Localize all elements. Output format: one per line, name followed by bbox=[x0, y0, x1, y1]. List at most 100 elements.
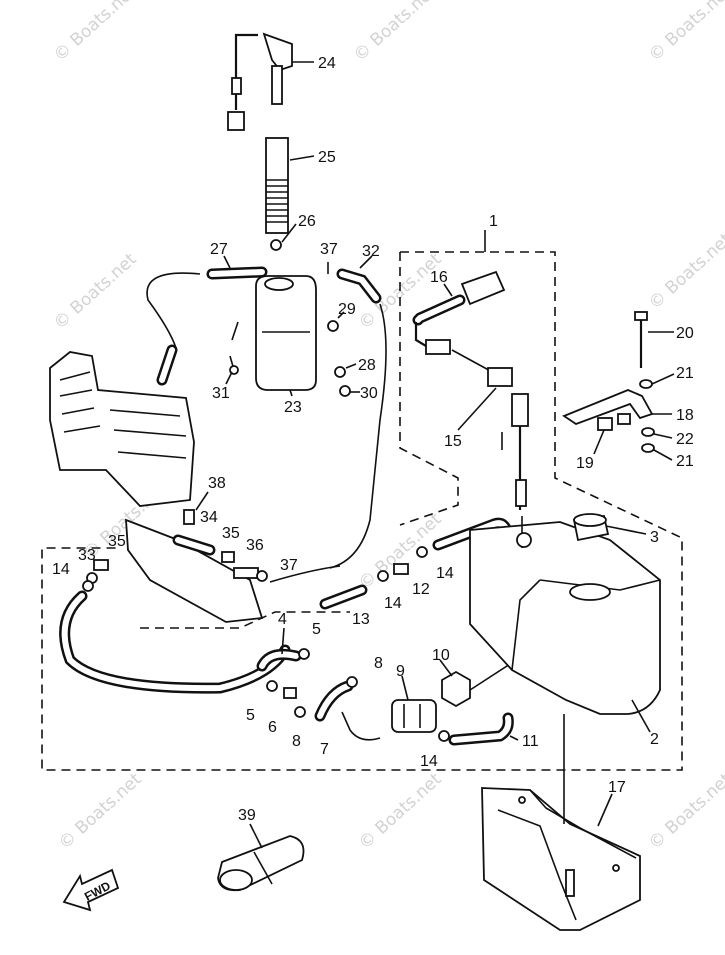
tank-filler-opening bbox=[569, 583, 611, 601]
leader-2 bbox=[631, 699, 651, 733]
callout-12: 12 bbox=[412, 581, 430, 598]
callout-25: 25 bbox=[318, 149, 336, 166]
bracket-hole-1 bbox=[518, 796, 526, 804]
watermark: © Boats.net bbox=[55, 769, 146, 853]
filler-assembly bbox=[227, 32, 293, 251]
callout-13: 13 bbox=[352, 611, 370, 628]
hose-11-inner bbox=[451, 715, 512, 743]
watermark: © Boats.net bbox=[645, 229, 725, 313]
vent-tube-fitting bbox=[227, 111, 245, 131]
pump-fittings bbox=[256, 648, 358, 722]
engine-outline bbox=[49, 351, 195, 507]
clip-28 bbox=[334, 366, 346, 378]
separator-hoses bbox=[146, 262, 387, 569]
callout-1: 1 bbox=[489, 213, 498, 230]
sender-head bbox=[511, 393, 529, 427]
callout-22: 22 bbox=[676, 431, 694, 448]
sensor-assembly bbox=[412, 270, 529, 510]
clip-5-upper bbox=[298, 648, 310, 660]
fuel-tank bbox=[469, 513, 661, 715]
callout-10: 10 bbox=[432, 647, 450, 664]
callout-14d: 14 bbox=[420, 753, 438, 770]
separator-tank bbox=[229, 275, 351, 397]
tank-bracket bbox=[481, 714, 641, 931]
line-pump-to-tank bbox=[469, 663, 511, 691]
callout-23: 23 bbox=[284, 399, 302, 416]
bracket-flange bbox=[529, 789, 637, 859]
callout-6: 6 bbox=[268, 719, 277, 736]
bracket-slot bbox=[565, 869, 575, 897]
leader-29 bbox=[337, 311, 345, 319]
leader-17 bbox=[597, 793, 613, 827]
nut-21-lower bbox=[641, 443, 655, 453]
clip-14-bottom bbox=[438, 730, 450, 742]
callout-38: 38 bbox=[208, 475, 226, 492]
callout-3: 3 bbox=[650, 529, 659, 546]
callout-18: 18 bbox=[676, 407, 694, 424]
bracket-hole-2 bbox=[612, 864, 620, 872]
leader-32 bbox=[359, 255, 373, 269]
fwd-arrow-icon bbox=[62, 868, 120, 912]
hose-34-inner bbox=[175, 537, 213, 553]
callout-14b: 14 bbox=[384, 595, 402, 612]
callout-30: 30 bbox=[360, 385, 378, 402]
callout-21b: 21 bbox=[676, 453, 694, 470]
callout-4: 4 bbox=[278, 611, 287, 628]
assembly-outlines bbox=[41, 230, 683, 771]
clip-5-lower bbox=[266, 680, 278, 692]
fitting-35-right bbox=[221, 551, 235, 563]
leader-16 bbox=[443, 283, 453, 297]
callout-29: 29 bbox=[338, 301, 356, 318]
leader-10 bbox=[439, 659, 453, 677]
clip-14-mid bbox=[377, 570, 389, 582]
leader-23 bbox=[289, 389, 293, 397]
sender-connector-15 bbox=[487, 367, 513, 387]
pouch bbox=[217, 835, 305, 892]
watermark: © Boats.net bbox=[50, 0, 141, 66]
return-line-32 bbox=[329, 303, 387, 569]
engine-detail-2 bbox=[109, 409, 187, 459]
tank-edge-2 bbox=[511, 579, 541, 671]
watermark: © Boats.net bbox=[645, 769, 725, 853]
connector-plug bbox=[425, 339, 451, 355]
clip-8-lower bbox=[294, 706, 306, 718]
washer-21-upper bbox=[639, 379, 653, 389]
fuel-tank-2 bbox=[469, 521, 661, 715]
filler-pipe-ribs bbox=[266, 179, 288, 223]
screw-30 bbox=[339, 385, 351, 397]
leader-26 bbox=[281, 223, 297, 243]
callout-5: 5 bbox=[312, 621, 321, 638]
hose-loop-left-inner bbox=[61, 593, 288, 692]
callout-5b: 5 bbox=[246, 707, 255, 724]
leader-9 bbox=[401, 675, 409, 701]
callout-21a: 21 bbox=[676, 365, 694, 382]
fwd-arrow: FWD bbox=[62, 868, 120, 912]
sensor-outline bbox=[399, 252, 459, 526]
leader-22 bbox=[653, 433, 673, 439]
leader-15 bbox=[457, 387, 497, 431]
leader-19 bbox=[593, 429, 605, 455]
callout-8b: 8 bbox=[292, 733, 301, 750]
leader-27 bbox=[223, 255, 231, 269]
pump-group-outline bbox=[140, 611, 350, 629]
fuel-fittings-left bbox=[82, 509, 268, 592]
pad-19b bbox=[617, 413, 631, 425]
callout-28: 28 bbox=[358, 357, 376, 374]
callout-33: 33 bbox=[78, 547, 96, 564]
watermark: © Boats.net bbox=[350, 0, 441, 66]
callout-11: 11 bbox=[522, 733, 539, 750]
leader-lines bbox=[195, 61, 675, 849]
connector-12 bbox=[393, 563, 409, 575]
callout-2: 2 bbox=[650, 731, 659, 748]
fuel-cap-top bbox=[573, 513, 607, 527]
leader-21b bbox=[653, 449, 673, 461]
pouch-band bbox=[253, 851, 273, 885]
callout-7: 7 bbox=[320, 741, 329, 758]
hose-32-inner bbox=[339, 271, 379, 301]
clip-14-right bbox=[416, 546, 428, 558]
separator-tank-23 bbox=[255, 275, 317, 391]
washer-22 bbox=[641, 427, 655, 437]
callout-17: 17 bbox=[608, 779, 626, 796]
assembly-1-outline bbox=[41, 251, 683, 771]
